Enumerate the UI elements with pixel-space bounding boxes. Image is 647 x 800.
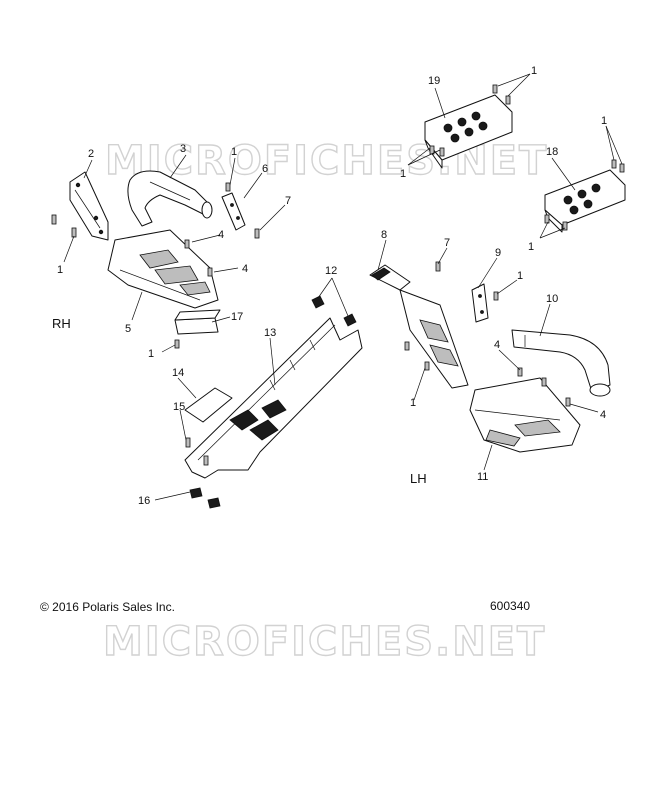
part-2-bracket (69, 171, 109, 241)
callouts: 19 1 1 18 1 1 2 3 1 6 7 1 4 4 5 17 1 12 … (57, 65, 607, 507)
callout-10: 10 (546, 293, 558, 305)
part-12-nut-b (343, 313, 357, 327)
bolt-6 (225, 182, 231, 192)
callout-7-lh: 7 (444, 237, 450, 249)
callout-1-top-right: 1 (531, 65, 537, 77)
callout-1-rh-top: 1 (231, 146, 237, 158)
part-5-skid-guard (107, 229, 219, 309)
bolt-rh-a (51, 214, 57, 225)
part-17-bracket (174, 309, 221, 335)
callout-11: 11 (477, 471, 488, 483)
watermark-top: MICROFICHES.NET (105, 138, 548, 184)
part-13-skid-plate (184, 317, 363, 479)
callout-14: 14 (172, 367, 184, 379)
part-3-exhaust-tube (127, 170, 213, 227)
bolt-4-rh-a (184, 239, 190, 249)
callout-15: 15 (173, 401, 185, 413)
part-10-exhaust-tube (511, 329, 611, 397)
part-lh-bracket (399, 289, 469, 389)
callout-6: 6 (262, 163, 268, 175)
callout-5: 5 (125, 323, 131, 335)
bolt-4-rh-b (207, 267, 213, 277)
copyright-text: © 2016 Polaris Sales Inc. (40, 600, 175, 614)
diagram-number: 600340 (490, 599, 530, 613)
bolt-7-lh (435, 261, 441, 272)
callout-18: 18 (546, 146, 558, 158)
callout-1-under-18: 1 (528, 241, 534, 253)
callout-1-lh-bottom: 1 (410, 397, 416, 409)
part-16-clip-b (207, 497, 221, 509)
callout-7-rh: 7 (285, 195, 291, 207)
bolt-lh-b (404, 341, 410, 351)
bolt-1-lh-a (493, 291, 499, 301)
callout-4-rh-a: 4 (218, 229, 224, 241)
part-8-heat-shield (369, 264, 411, 291)
leader-lines (63, 73, 623, 501)
part-12-nut-a (311, 295, 325, 309)
callout-1-lh-top: 1 (517, 270, 523, 282)
part-6-clamp (221, 192, 246, 231)
callout-13: 13 (264, 327, 276, 339)
bolt-7-rh (254, 228, 260, 239)
callout-4-rh-b: 4 (242, 263, 248, 275)
part-14-decal (184, 387, 233, 423)
part-16-clip-a (189, 487, 203, 499)
callout-1-rh-left: 1 (57, 264, 63, 276)
callout-4-lh-a: 4 (494, 339, 500, 351)
callout-9: 9 (495, 247, 501, 259)
callout-4-lh-b: 4 (600, 409, 606, 421)
callout-1-under-19: 1 (400, 168, 406, 180)
watermark-bottom: MICROFICHES.NET (103, 619, 546, 665)
callout-16: 16 (138, 495, 150, 507)
bolt-15 (185, 437, 191, 448)
side-label-lh: LH (410, 471, 427, 486)
callout-1-right-edge: 1 (601, 115, 607, 127)
part-11-skid-guard (469, 377, 581, 453)
bolt-16 (203, 455, 209, 466)
callout-12: 12 (325, 265, 337, 277)
bolt-4-lh-a (517, 367, 523, 377)
callout-1-rh-bottom: 1 (148, 348, 154, 360)
bolt-17 (174, 339, 180, 349)
callout-2: 2 (88, 148, 94, 160)
callout-19: 19 (428, 75, 440, 87)
callout-3: 3 (180, 143, 186, 155)
callout-8: 8 (381, 229, 387, 241)
bolt-4-lh-c (565, 397, 571, 407)
bolt-lh-c (424, 361, 430, 371)
bolt-rh-b (71, 227, 77, 238)
part-9-mount (471, 283, 489, 323)
callout-17: 17 (231, 311, 243, 323)
part-19-footrest-plate (424, 84, 513, 169)
side-label-rh: RH (52, 316, 71, 331)
part-18-footrest-plate (544, 159, 626, 233)
bolt-4-lh-b (541, 377, 547, 387)
